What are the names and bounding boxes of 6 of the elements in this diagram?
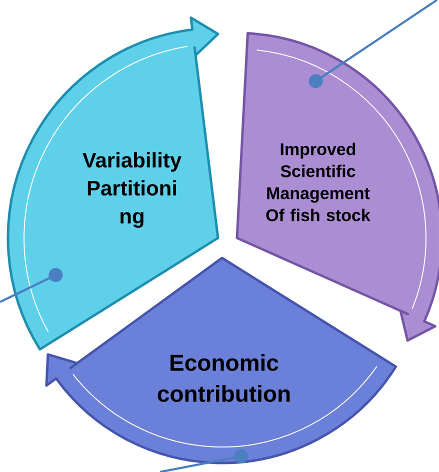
pie-segment: Economic contribution (45, 256, 398, 464)
pie-segment: Variability Partitioni ng (6, 16, 220, 351)
leader-line (0, 268, 63, 303)
pie-segment: Improved Scientific Management Of fish stock (236, 32, 439, 342)
leader-line (160, 449, 248, 472)
leader-line (308, 0, 438, 88)
